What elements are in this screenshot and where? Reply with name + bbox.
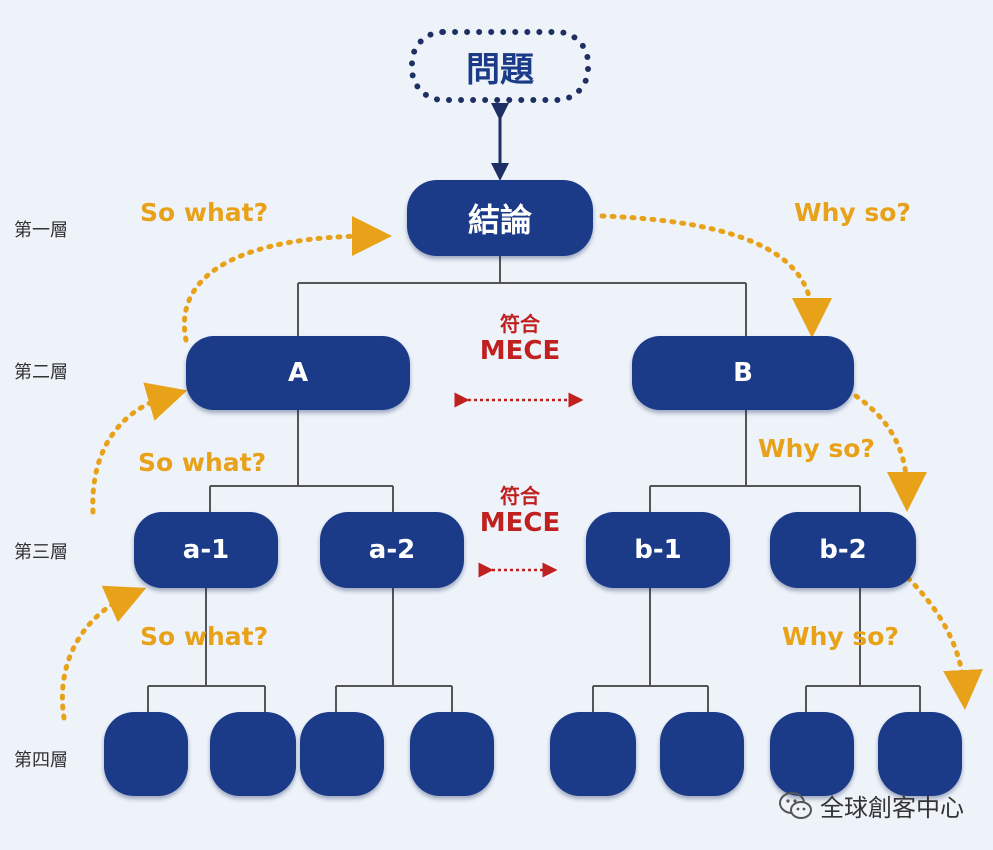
why-so-label-2: Why so?: [758, 434, 875, 463]
mece-arrows: [454, 392, 584, 578]
mece-en: MECE: [479, 508, 561, 538]
so-what-label-3: So what?: [140, 622, 269, 651]
leaf-node: [550, 712, 636, 796]
watermark: 全球創客中心: [778, 788, 964, 823]
leaf-node: [300, 712, 384, 796]
mece-en: MECE: [479, 336, 561, 366]
node-b-2: b-2: [770, 512, 916, 588]
mece-label-level-3: 符合 MECE: [470, 484, 570, 539]
leaf-node: [770, 712, 854, 796]
why-so-label-1: Why so?: [794, 198, 911, 227]
why-so-label-3: Why so?: [782, 622, 899, 651]
tree-lines: [147, 256, 921, 712]
layer-1-label: 第一層: [14, 220, 68, 241]
node-b: B: [632, 336, 854, 410]
wechat-icon: [779, 791, 812, 819]
mece-zh: 符合: [500, 484, 540, 508]
layer-4-label: 第四層: [14, 750, 68, 771]
why-so-arrows: [599, 213, 983, 710]
layer-3-label: 第三層: [14, 542, 68, 563]
mece-zh: 符合: [500, 312, 540, 336]
leaf-node: [660, 712, 744, 796]
leaf-node: [878, 712, 962, 796]
watermark-text: 全球創客中心: [820, 794, 964, 822]
so-what-arrows: [60, 216, 392, 721]
conclusion-node: 結論: [407, 180, 593, 256]
problem-node: 問題: [409, 29, 591, 103]
node-a-1: a-1: [134, 512, 278, 588]
so-what-label-2: So what?: [138, 448, 267, 477]
node-b-1: b-1: [586, 512, 730, 588]
leaf-node: [210, 712, 296, 796]
so-what-label-1: So what?: [140, 198, 269, 227]
leaf-node: [410, 712, 494, 796]
node-a: A: [186, 336, 410, 410]
mece-label-level-2: 符合 MECE: [470, 312, 570, 367]
layer-2-label: 第二層: [14, 362, 68, 383]
leaf-node: [104, 712, 188, 796]
node-a-2: a-2: [320, 512, 464, 588]
